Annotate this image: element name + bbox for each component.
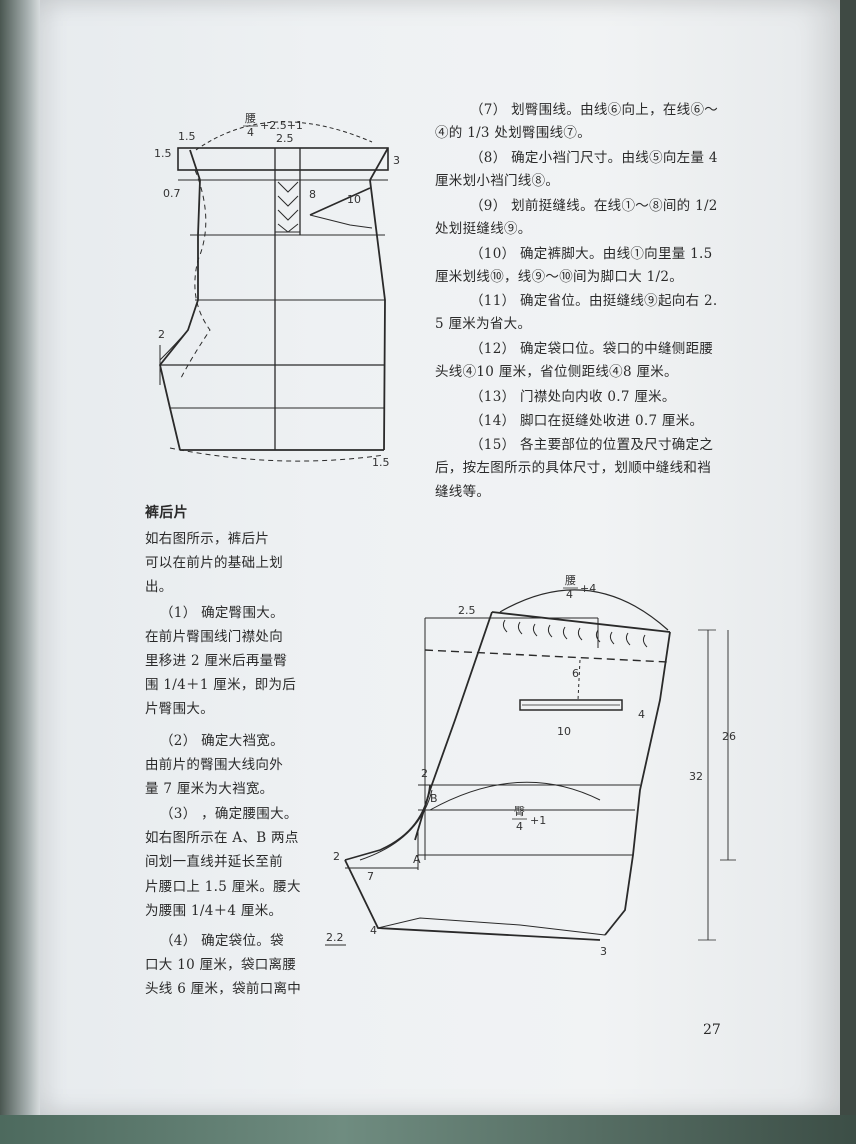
text-line: （10） 确定裤脚大。由线①向里量 1.5 — [470, 246, 713, 262]
text-line: 片腰口上 1.5 厘米。腰大 — [145, 879, 301, 895]
text-line: 围 1/4＋1 厘米，即为后 — [145, 677, 297, 693]
text-line: （13） 门襟处向内收 0.7 厘米。 — [470, 389, 676, 405]
svg-text:+1: +1 — [530, 814, 546, 827]
text-line: ④的 1/3 处划臀围线⑦。 — [435, 125, 592, 141]
front-figure-labels: 腰 4 +2.5+1 1.5 1.5 2.5 3 0.7 8 10 2 1.5 — [154, 112, 400, 469]
text-line: 出。 — [145, 579, 173, 595]
svg-text:1.5: 1.5 — [154, 147, 172, 160]
text-line: 处划挺缝线⑨。 — [435, 221, 532, 237]
text-line: （2） 确定大裆宽。 — [160, 733, 284, 749]
text-line: （14） 脚口在挺缝处收进 0.7 厘米。 — [470, 413, 704, 429]
text-line: 片臀围大。 — [145, 701, 214, 717]
svg-text:10: 10 — [557, 725, 571, 738]
svg-text:B: B — [430, 792, 438, 805]
svg-text:腰: 腰 — [245, 112, 256, 125]
text-line: 在前片臀围线门襟处向 — [145, 629, 283, 645]
svg-text:2: 2 — [158, 328, 165, 341]
text-line: 里移进 2 厘米后再量臀 — [145, 653, 288, 669]
text-line: 口大 10 厘米，袋口离腰 — [145, 957, 297, 973]
svg-text:32: 32 — [689, 770, 703, 783]
text-line: 可以在前片的基础上划 — [145, 555, 283, 571]
text-line: （12） 确定袋口位。袋口的中缝侧距腰 — [470, 341, 714, 357]
svg-text:0.7: 0.7 — [163, 187, 181, 200]
text-line: 头线④10 厘米，省位侧距线④8 厘米。 — [435, 364, 678, 380]
text-line: 后，按左图所示的具体尺寸，划顺中缝线和裆 — [435, 460, 711, 476]
svg-text:4: 4 — [638, 708, 645, 721]
svg-text:4: 4 — [566, 588, 573, 601]
svg-text:3: 3 — [393, 154, 400, 167]
text-line: （9） 划前挺缝线。在线①～⑧间的 1/2 — [470, 198, 718, 214]
text-line: （7） 划臀围线。由线⑥向上，在线⑥～ — [470, 102, 719, 118]
text-line: 如右图所示，裤后片 — [145, 531, 270, 547]
svg-text:2: 2 — [421, 767, 428, 780]
text-line: （15） 各主要部位的位置及尺寸确定之 — [470, 437, 714, 453]
svg-text:臀: 臀 — [514, 805, 525, 818]
text-line: 缝线等。 — [435, 484, 491, 500]
svg-text:8: 8 — [309, 188, 316, 201]
svg-text:1.5: 1.5 — [178, 130, 196, 143]
svg-text:26: 26 — [722, 730, 736, 743]
svg-text:10: 10 — [347, 193, 361, 206]
svg-text:6: 6 — [572, 667, 579, 680]
svg-text:腰: 腰 — [565, 574, 576, 587]
text-line: 间划一直线并延长至前 — [145, 854, 283, 870]
svg-text:2.5: 2.5 — [276, 132, 294, 145]
svg-text:3: 3 — [600, 945, 607, 958]
svg-text:2.5: 2.5 — [458, 604, 476, 617]
text-line: 量 7 厘米为大裆宽。 — [145, 781, 274, 797]
text-line: 5 厘米为省大。 — [435, 316, 532, 332]
svg-text:A: A — [413, 853, 421, 866]
front-pants-pattern — [159, 121, 389, 462]
text-line: 头线 6 厘米，袋前口离中 — [145, 981, 302, 997]
book-edge — [0, 0, 40, 1115]
text-line: 厘米划小裆门线⑧。 — [435, 173, 560, 189]
svg-text:+4: +4 — [580, 582, 596, 595]
svg-text:4: 4 — [247, 126, 254, 139]
svg-text:7: 7 — [367, 870, 374, 883]
text-line: 厘米划线⑩，线⑨～⑩间为脚口大 1/2。 — [435, 269, 684, 285]
text-line: （11） 确定省位。由挺缝线⑨起向右 2. — [470, 293, 718, 309]
back-pants-pattern — [325, 589, 736, 946]
text-line: 由前片的臀围大线向外 — [145, 757, 283, 773]
svg-text:2.2: 2.2 — [326, 931, 344, 944]
svg-text:1.5: 1.5 — [372, 456, 390, 469]
text-line: （1） 确定臀围大。 — [160, 605, 284, 621]
svg-text:4: 4 — [370, 924, 377, 937]
text-line: （3） ，确定腰围大。 — [160, 806, 298, 822]
table-surface — [0, 1115, 856, 1144]
back-figure-labels: 腰 4 +4 2.5 6 4 10 26 32 2 B 臀 4 +1 A 2 7… — [326, 574, 736, 958]
text-line: 如右图所示在 A、B 两点 — [145, 830, 299, 846]
text-line: （4） 确定袋位。袋 — [160, 933, 284, 949]
page-number: 27 — [703, 1022, 721, 1038]
text-line: 为腰围 1/4＋4 厘米。 — [145, 903, 283, 919]
svg-text:4: 4 — [516, 820, 523, 833]
svg-text:2: 2 — [333, 850, 340, 863]
book-page — [40, 0, 840, 1115]
svg-text:+2.5+1: +2.5+1 — [260, 119, 303, 132]
section-heading: 裤后片 — [145, 505, 188, 521]
text-line: （8） 确定小裆门尺寸。由线⑤向左量 4 — [470, 150, 718, 166]
